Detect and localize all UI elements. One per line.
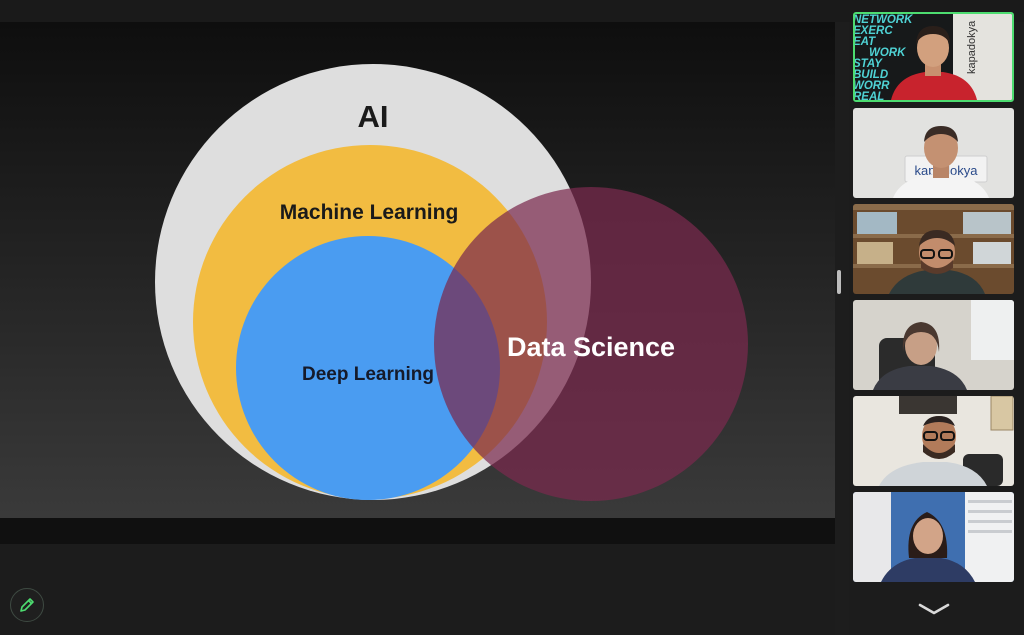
svg-text:EAT: EAT xyxy=(855,36,876,48)
svg-text:NETWORK: NETWORK xyxy=(855,14,913,26)
svg-text:EXERC: EXERC xyxy=(855,25,893,37)
annotate-button[interactable] xyxy=(10,588,44,622)
participant-avatar xyxy=(893,126,989,198)
participant-tile-5[interactable] xyxy=(853,396,1014,486)
svg-text:STAY: STAY xyxy=(855,58,883,70)
panel-divider xyxy=(835,22,849,635)
panel-resize-handle[interactable] xyxy=(837,270,841,294)
participant-avatar xyxy=(879,416,987,486)
pencil-icon xyxy=(20,598,34,612)
svg-text:REAL: REAL xyxy=(855,91,884,100)
participant-tile-6[interactable] xyxy=(853,492,1014,582)
machine-learning-label: Machine Learning xyxy=(280,201,459,224)
participant-tile-2[interactable]: kapadokya xyxy=(853,108,1014,198)
venn-diagram-slide: AI Machine Learning Deep Learning Data S… xyxy=(155,64,748,501)
participant-avatar xyxy=(881,512,975,582)
wall-logo: kapadokya xyxy=(966,20,978,74)
data-science-label: Data Science xyxy=(507,332,675,362)
share-bottom-bar xyxy=(0,518,835,544)
deep-learning-label: Deep Learning xyxy=(302,364,434,385)
data-science-circle xyxy=(434,187,748,501)
svg-text:WORK: WORK xyxy=(869,47,906,59)
svg-text:WORR: WORR xyxy=(855,80,890,92)
participant-tile-active-speaker[interactable]: NETWORK EXERC EAT WORK STAY BUILD WORR R… xyxy=(853,12,1014,102)
chevron-down-icon xyxy=(918,603,950,615)
participant-avatar xyxy=(891,26,977,100)
participant-tile-4[interactable] xyxy=(853,300,1014,390)
ai-label: AI xyxy=(358,99,389,134)
participant-tile-3[interactable] xyxy=(853,204,1014,294)
deep-learning-circle xyxy=(236,236,500,500)
participant-avatar xyxy=(889,230,985,294)
poster: NETWORK EXERC EAT WORK STAY BUILD WORR R… xyxy=(855,14,913,100)
screen-share-area: AI Machine Learning Deep Learning Data S… xyxy=(0,22,835,518)
scroll-down-button[interactable] xyxy=(912,596,956,622)
svg-text:BUILD: BUILD xyxy=(855,69,888,81)
top-bar xyxy=(0,0,1024,22)
participant-avatar xyxy=(873,322,967,390)
